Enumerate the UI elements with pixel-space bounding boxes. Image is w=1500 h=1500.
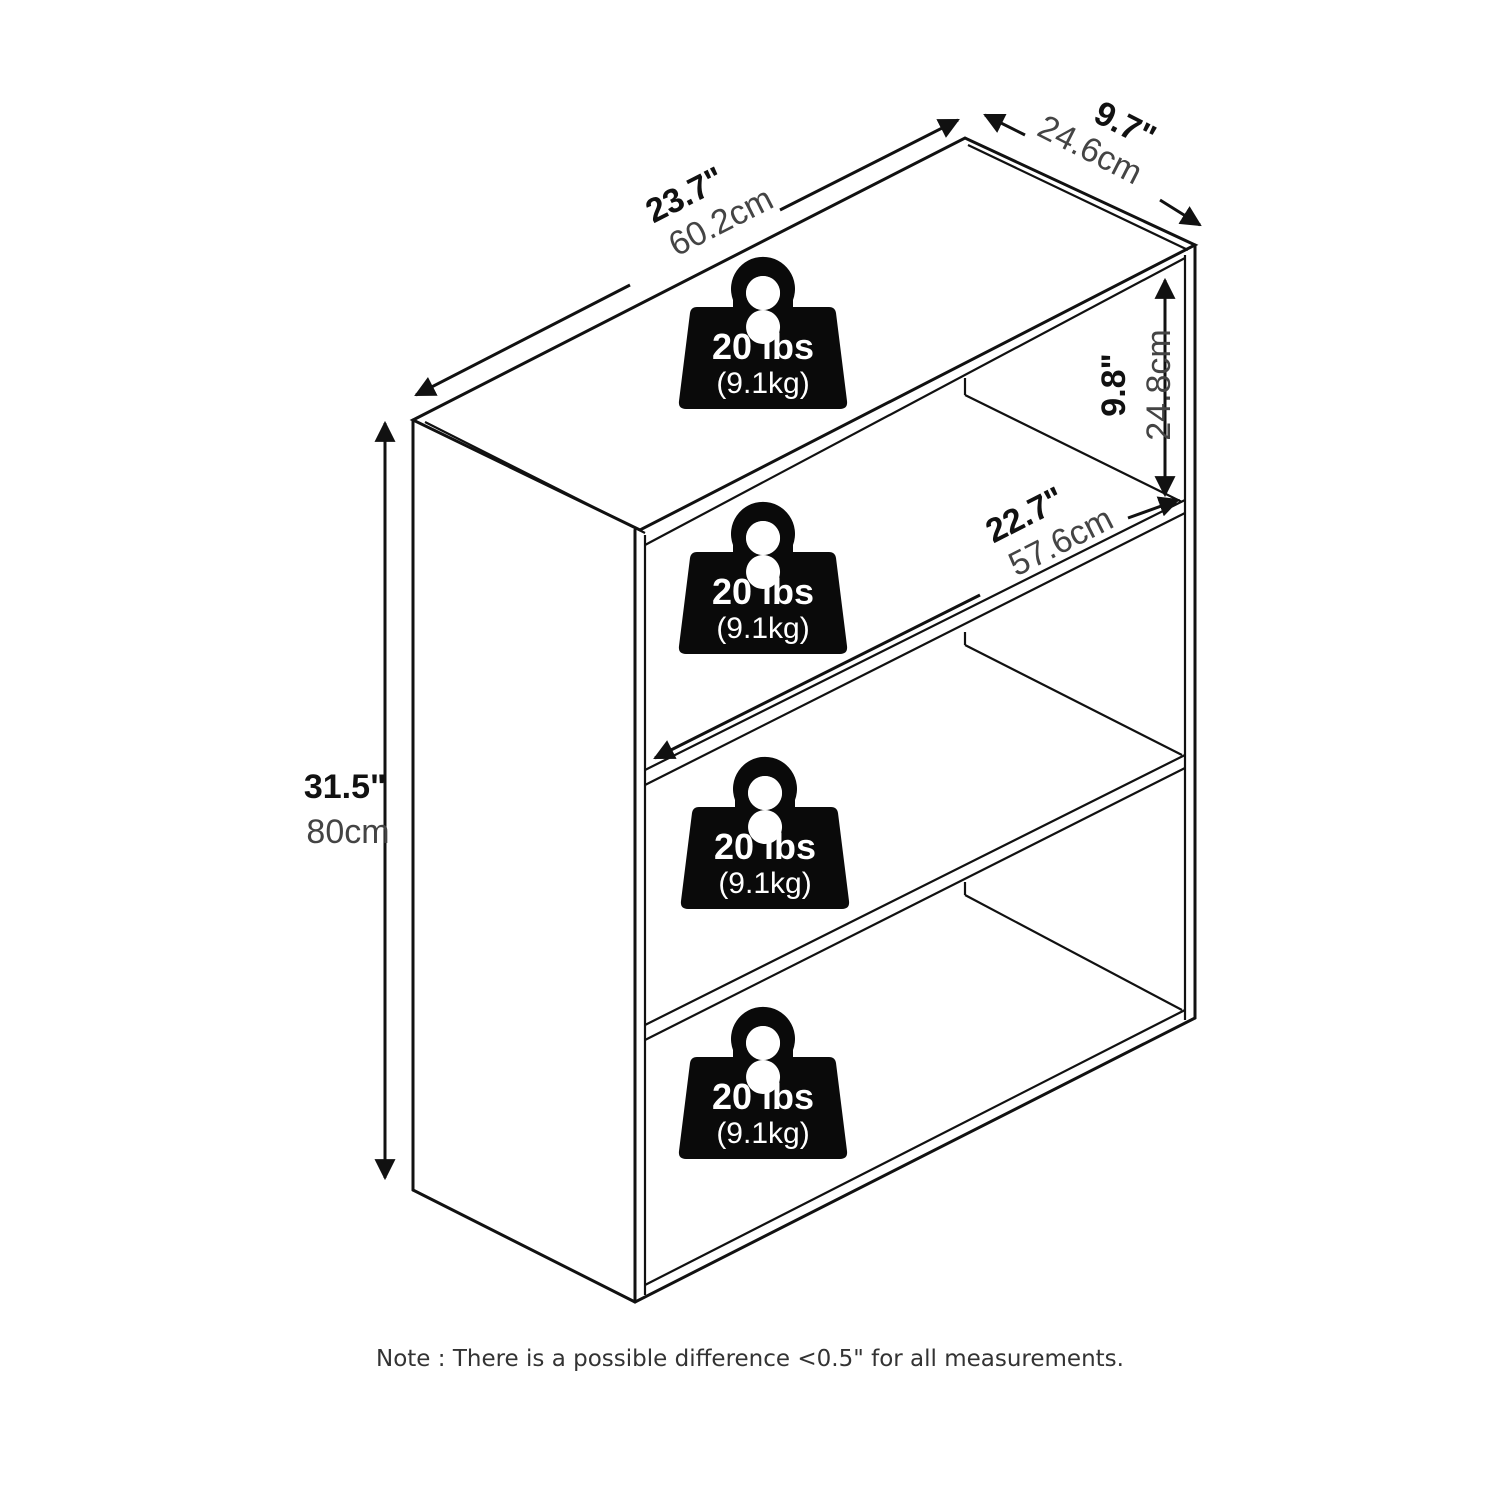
width-label: 23.7" 60.2cm	[640, 160, 780, 264]
weight-lbs: 20 lbs	[714, 826, 816, 867]
shelf-height-label: 9.8" 24.8cm	[1095, 329, 1178, 441]
weight-capacity-icon: 20 lbs (9.1kg)	[678, 501, 848, 654]
bookshelf-outline	[409, 136, 1199, 1304]
weight-capacity-icon: 20 lbs (9.1kg)	[680, 756, 850, 909]
depth-label: 9.7" 24.6cm	[1032, 94, 1162, 192]
weight-kg: (9.1kg)	[716, 612, 809, 645]
weight-lbs: 20 lbs	[712, 571, 814, 612]
weight-capacity-icon: 20 lbs (9.1kg)	[678, 256, 848, 409]
weight-kg: (9.1kg)	[716, 1117, 809, 1150]
weight-lbs: 20 lbs	[712, 1076, 814, 1117]
weight-capacity-icon: 20 lbs (9.1kg)	[678, 1006, 848, 1159]
weight-kg: (9.1kg)	[716, 367, 809, 400]
dimension-arrows	[374, 113, 1202, 1181]
shelf-height-cm: 24.8cm	[1140, 329, 1178, 441]
weight-lbs: 20 lbs	[712, 326, 814, 367]
inner-width-label: 22.7" 57.6cm	[980, 480, 1120, 584]
measurement-note: Note : There is a possible difference <0…	[376, 1346, 1124, 1372]
weight-kg: (9.1kg)	[718, 867, 811, 900]
height-inches: 31.5"	[304, 768, 386, 806]
height-cm: 80cm	[306, 813, 389, 851]
shelf-height-inches: 9.8"	[1095, 353, 1133, 416]
